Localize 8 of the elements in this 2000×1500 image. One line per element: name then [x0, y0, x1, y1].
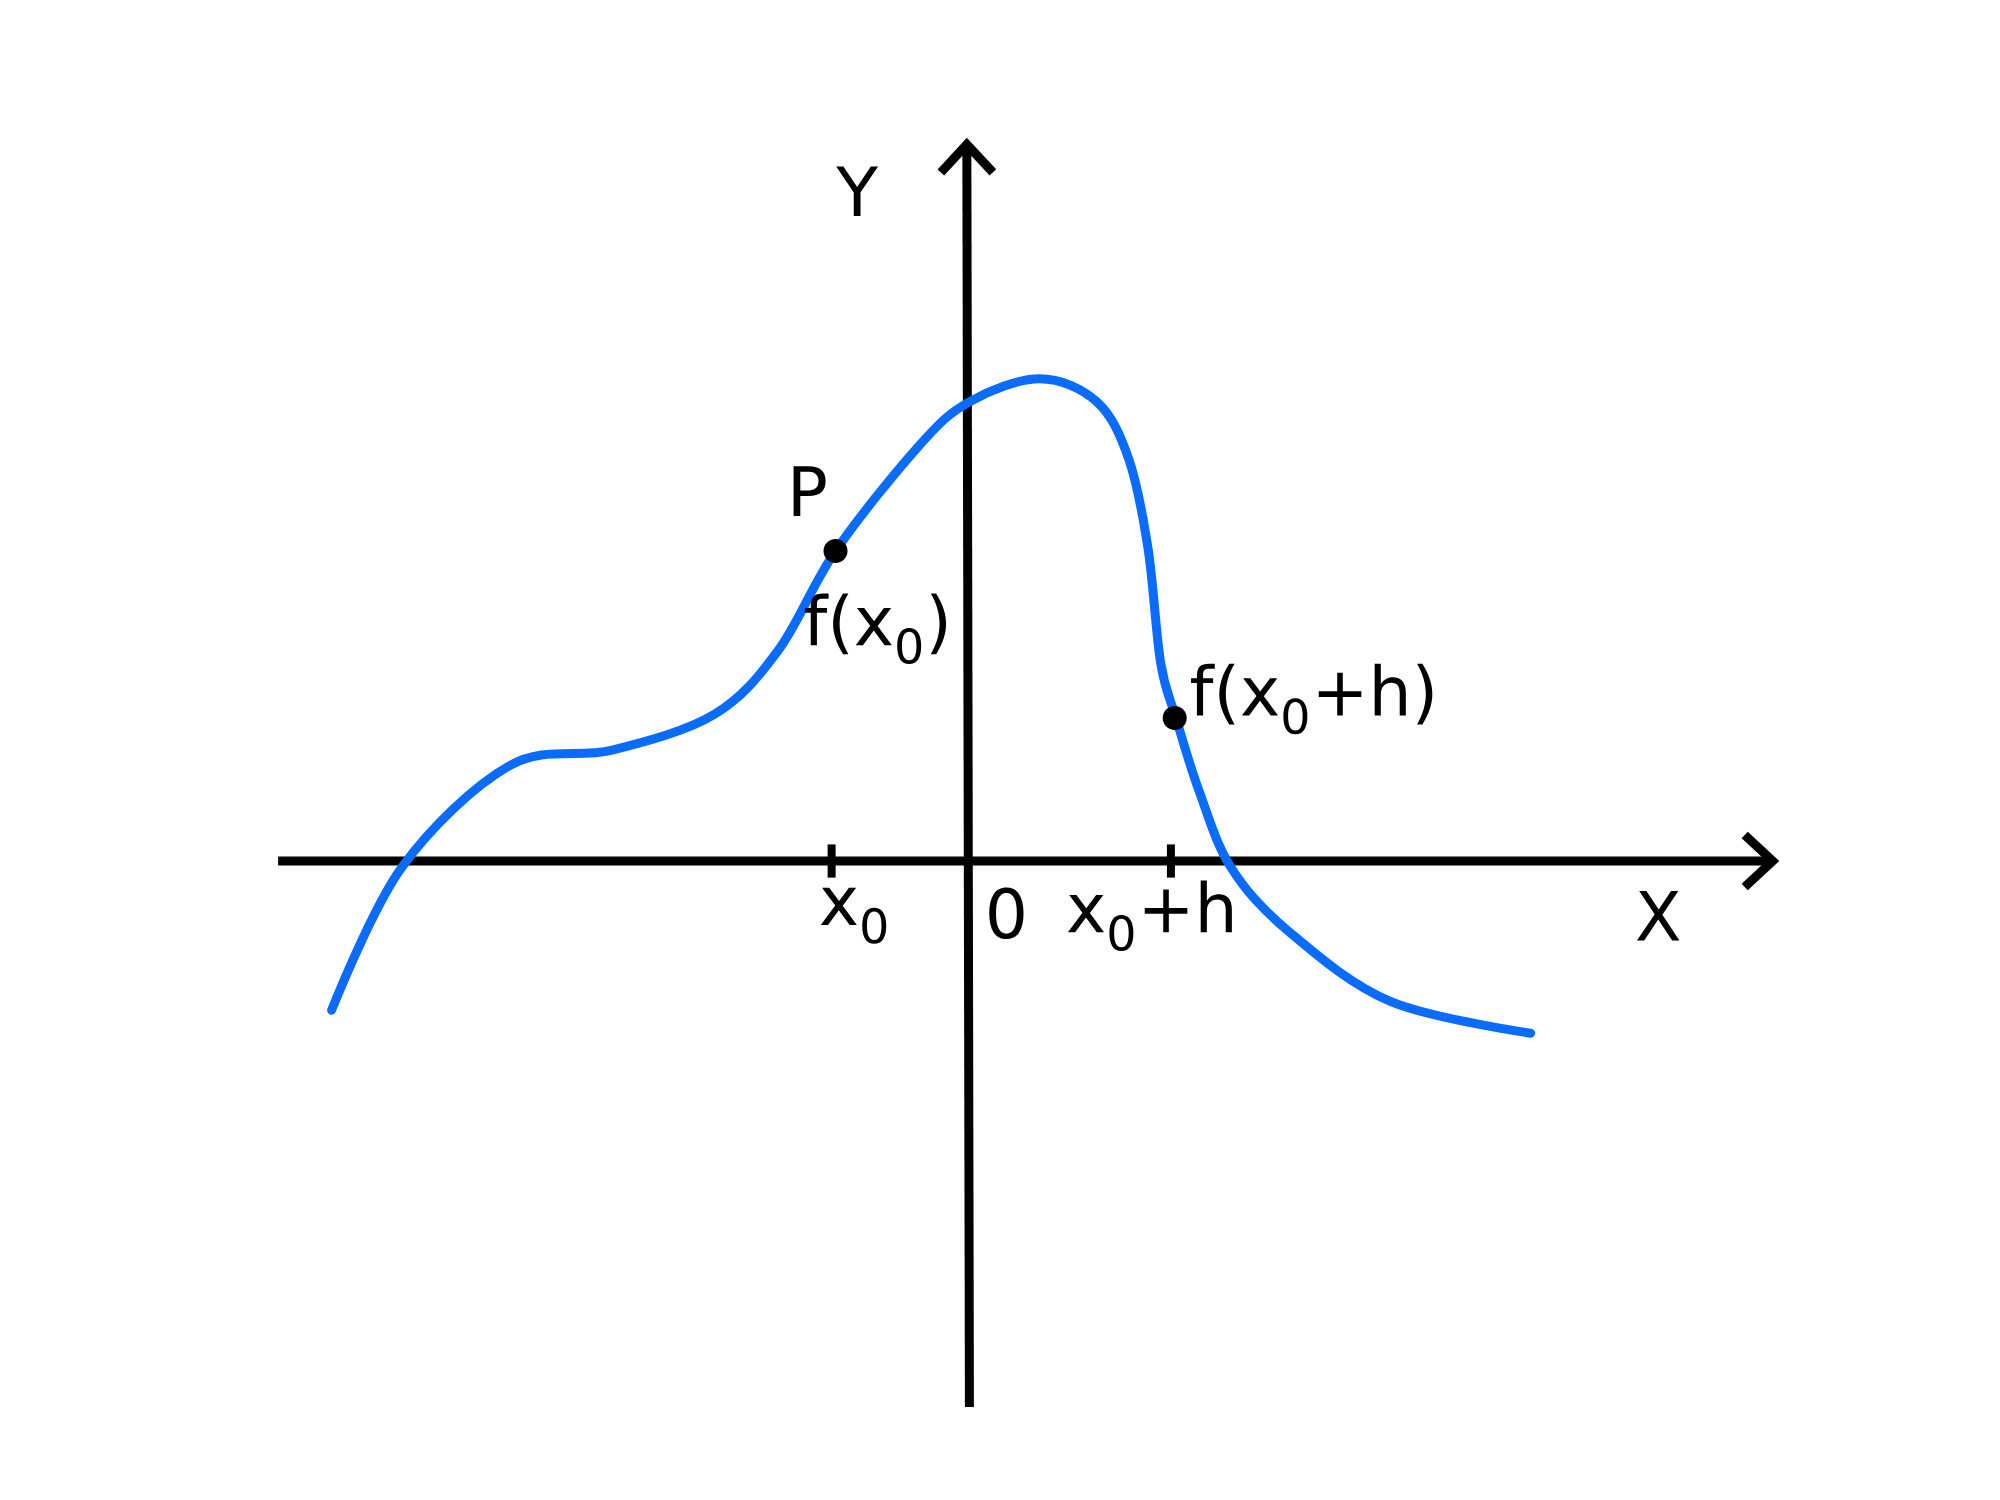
axis-label: f(x$_{0}$+h) [1191, 663, 1433, 735]
axis-label: f(x$_{0}$) [804, 593, 947, 665]
axis-label: X [1636, 891, 1680, 941]
axis-label: Y [836, 166, 879, 217]
axis-label: P [793, 466, 826, 516]
axis-label: 0 [989, 887, 1024, 940]
axis-label: x$_{0}$+h [1067, 880, 1232, 952]
axis-label: x$_{0}$ [820, 887, 887, 944]
